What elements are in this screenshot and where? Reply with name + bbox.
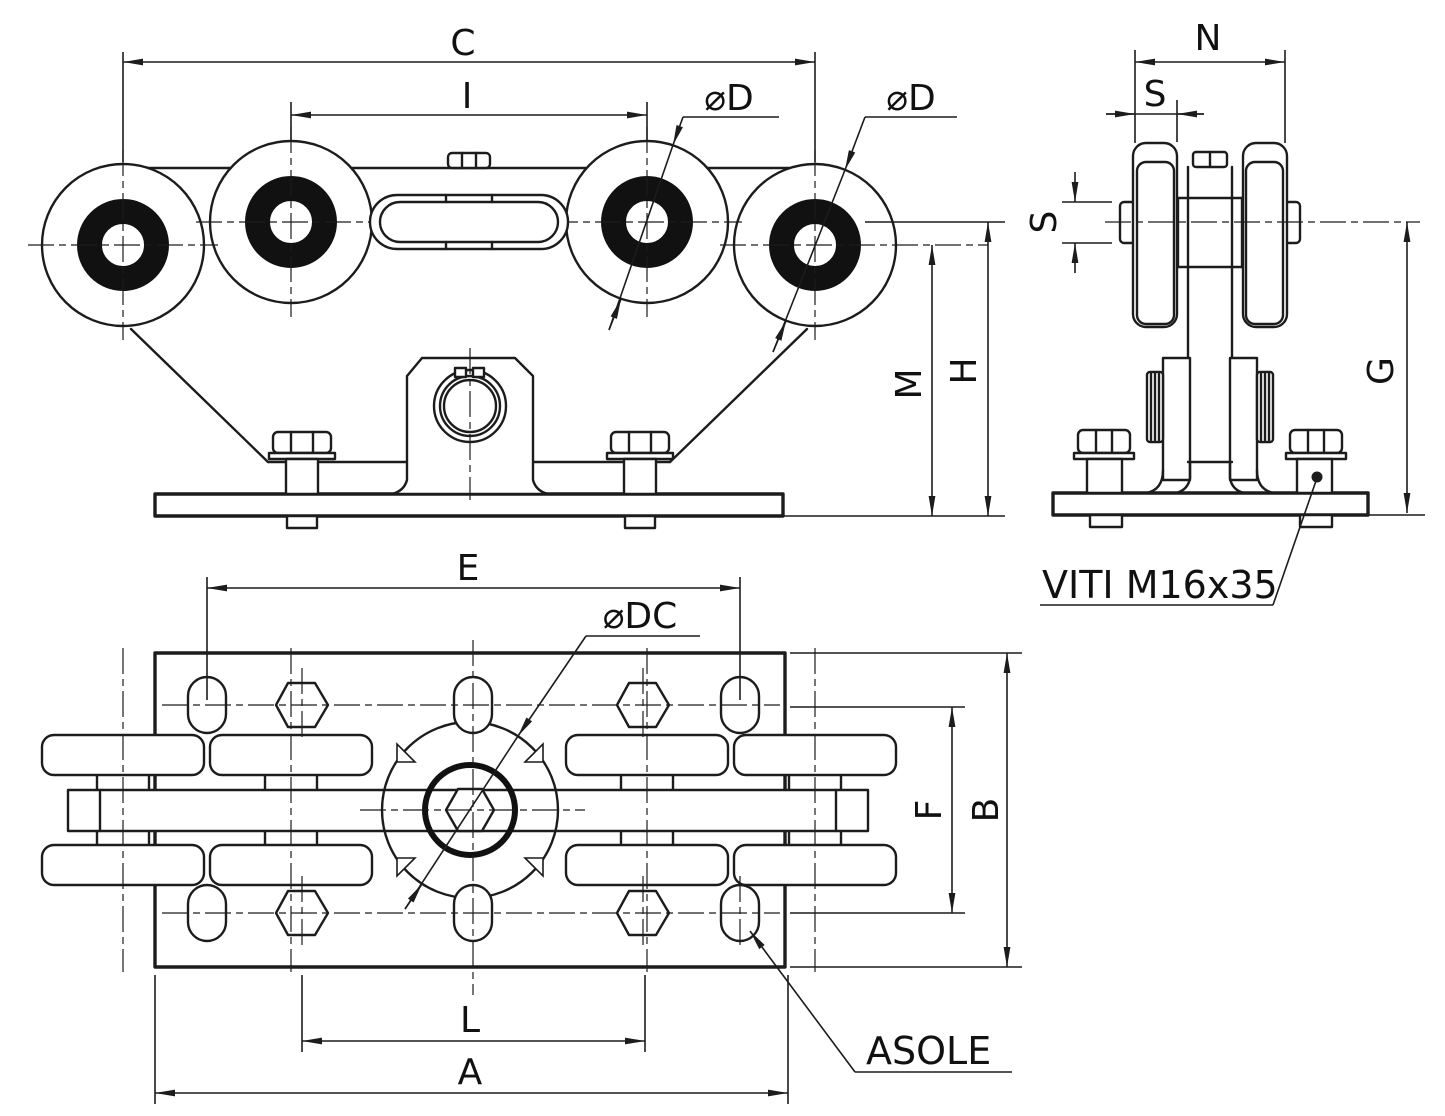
- dim-g: G: [1361, 222, 1411, 513]
- side-bolt-right: [1284, 428, 1348, 529]
- dim-d-right: ⌀D: [772, 78, 957, 353]
- plan-view: E ⌀DC F B L: [40, 548, 1022, 1104]
- front-bearing-mount: [390, 348, 550, 500]
- dim-label-b: B: [966, 798, 1007, 823]
- dim-f: F: [790, 706, 965, 914]
- dim-dc: ⌀DC: [404, 596, 700, 910]
- dim-label-a: A: [458, 1052, 483, 1093]
- front-bolt-right: [605, 430, 675, 530]
- side-view: N S S G VITI M16x35: [1024, 18, 1425, 607]
- screw-note: VITI M16x35: [1042, 563, 1278, 607]
- dim-label-i: I: [462, 76, 473, 117]
- dim-s-width: S: [1106, 74, 1204, 142]
- dim-label-d-right: ⌀D: [886, 78, 935, 119]
- dim-label-s-height: S: [1024, 211, 1065, 234]
- dim-a: A: [154, 975, 789, 1104]
- dim-label-h: H: [944, 357, 985, 384]
- side-bolt-left: [1072, 428, 1136, 529]
- slot-note: ASOLE: [866, 1029, 991, 1073]
- dim-m: M: [889, 245, 936, 516]
- side-support-blocks: [1144, 356, 1276, 495]
- dim-label-s-width: S: [1144, 74, 1167, 115]
- dim-h: H: [865, 221, 1005, 516]
- dim-e: E: [206, 548, 741, 700]
- slot-callout: ASOLE: [749, 930, 1012, 1073]
- dim-i: I: [290, 76, 648, 140]
- dim-label-l: L: [460, 1000, 480, 1041]
- dim-s-height: S: [1024, 172, 1112, 273]
- dim-label-e: E: [457, 548, 480, 589]
- side-base-plate: [1051, 491, 1370, 517]
- dim-b: B: [790, 652, 1022, 968]
- screw-callout: VITI M16x35: [1040, 471, 1323, 607]
- dim-l: L: [301, 975, 646, 1052]
- dim-label-f: F: [909, 800, 950, 821]
- side-wheel-left: [1131, 141, 1179, 329]
- front-link-plate: [368, 193, 570, 251]
- dim-label-m: M: [889, 368, 930, 399]
- dim-n: N: [1134, 18, 1286, 143]
- dim-d-left: ⌀D: [608, 78, 779, 331]
- dim-label-n: N: [1195, 18, 1222, 59]
- dim-label-c: C: [450, 23, 475, 64]
- rubber-pad-right: [1255, 370, 1275, 444]
- front-base-plate: [153, 492, 785, 518]
- side-wheel-right: [1241, 141, 1289, 329]
- front-bolt-left: [267, 430, 337, 530]
- plan-centerlines: [122, 640, 816, 995]
- front-top-bolt: [446, 151, 492, 170]
- rubber-pad-left: [1145, 370, 1165, 444]
- dim-label-g: G: [1361, 357, 1402, 385]
- dim-label-d-left: ⌀D: [704, 78, 753, 119]
- dim-c: C: [122, 23, 816, 162]
- front-view: C I ⌀D ⌀D M: [28, 23, 1005, 530]
- dim-label-dc: ⌀DC: [603, 596, 678, 637]
